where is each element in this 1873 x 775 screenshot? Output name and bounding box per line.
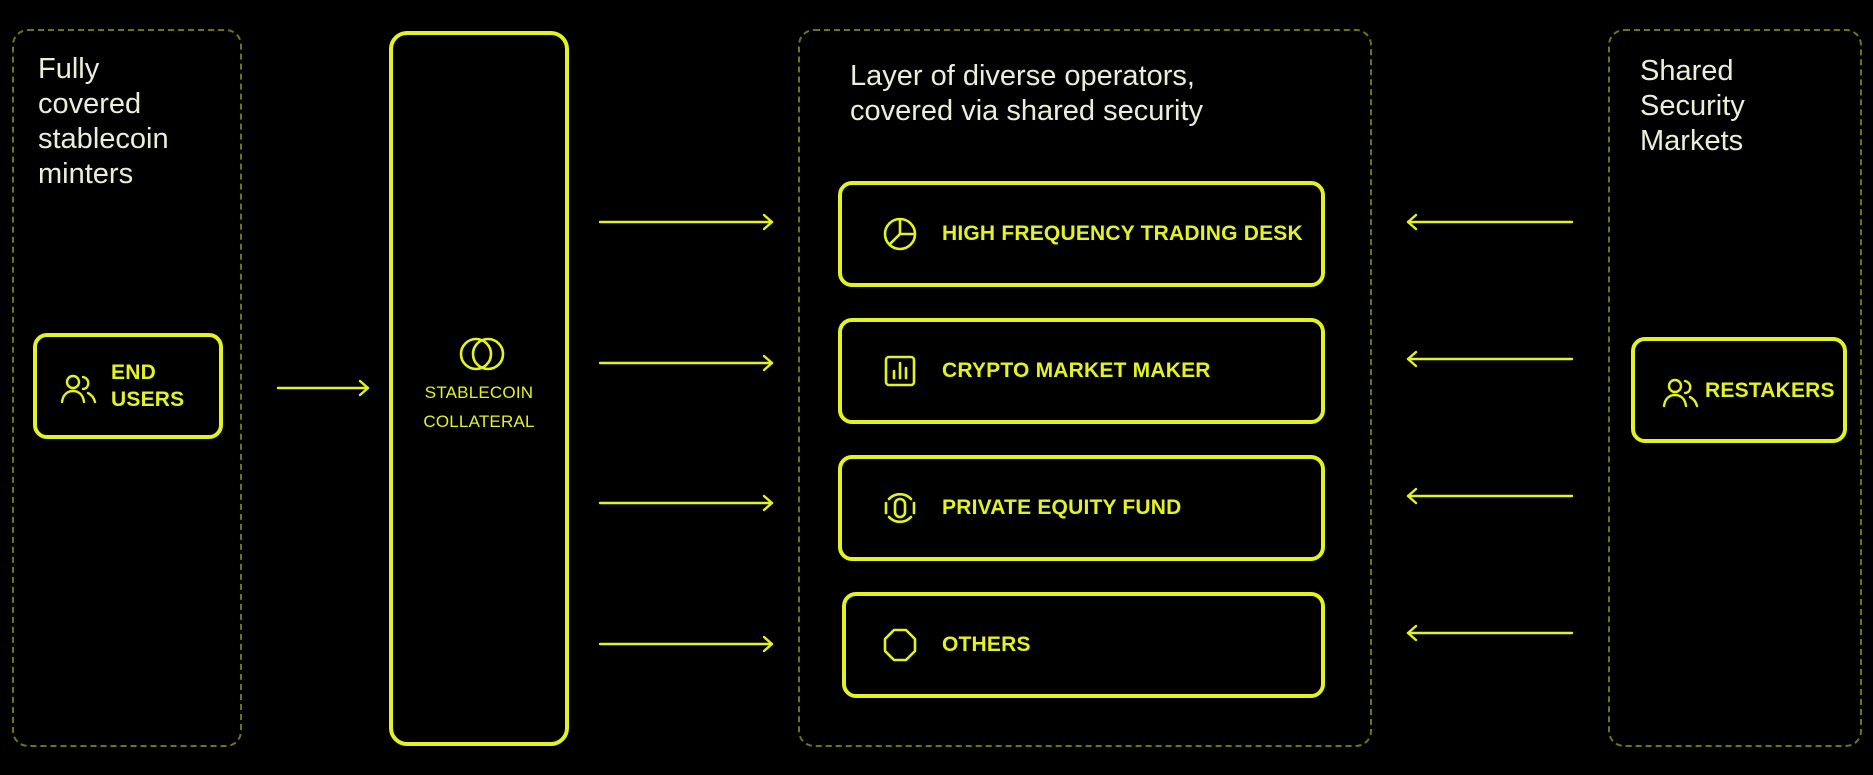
arrow-end-users-to-collateral (276, 379, 370, 397)
arrow-collateral-to-others (598, 635, 774, 653)
arrow-collateral-to-market-maker (598, 354, 774, 372)
shared-security-panel (1608, 29, 1862, 747)
end-users-node[interactable]: END USERS (33, 333, 223, 439)
operator-label: HIGH FREQUENCY TRADING DESK (942, 222, 1303, 245)
panel-title-shared-security: Shared Security Markets (1640, 55, 1745, 157)
operator-label: PRIVATE EQUITY FUND (942, 496, 1182, 519)
arrow-restakers-to-private-equity (1406, 487, 1574, 505)
operator-item-hft-desk[interactable]: HIGH FREQUENCY TRADING DESK (838, 181, 1325, 287)
bar-chart-icon (880, 351, 920, 391)
arrow-restakers-to-others (1406, 624, 1574, 642)
arrow-restakers-to-hft (1406, 213, 1574, 231)
pie-chart-icon (880, 214, 920, 254)
operators-panel (798, 29, 1372, 747)
operator-item-private-equity[interactable]: PRIVATE EQUITY FUND (838, 455, 1325, 561)
users-icon (1661, 374, 1699, 412)
end-users-label: END USERS (111, 361, 185, 411)
arrow-collateral-to-private-equity (598, 494, 774, 512)
arrow-collateral-to-hft (598, 213, 774, 231)
operator-item-market-maker[interactable]: CRYPTO MARKET MAKER (838, 318, 1325, 424)
stablecoin-collateral-node[interactable]: STABLECOIN COLLATERAL (389, 31, 569, 746)
restakers-node[interactable]: RESTAKERS (1631, 337, 1847, 443)
stablecoin-rings-icon (458, 335, 506, 373)
arrow-restakers-to-market-maker (1406, 350, 1574, 368)
octagon-icon (880, 625, 920, 665)
restakers-label: RESTAKERS (1705, 379, 1835, 402)
operator-label: OTHERS (942, 633, 1031, 656)
stablecoin-collateral-label: STABLECOIN COLLATERAL (423, 383, 535, 431)
vault-icon (880, 488, 920, 528)
panel-title-operators: Layer of diverse operators, covered via … (850, 60, 1203, 127)
operator-label: CRYPTO MARKET MAKER (942, 359, 1211, 382)
end-users-panel (12, 29, 242, 747)
panel-title-minters: Fully covered stablecoin minters (38, 53, 169, 190)
users-icon (59, 370, 97, 408)
operator-item-others[interactable]: OTHERS (842, 592, 1325, 698)
